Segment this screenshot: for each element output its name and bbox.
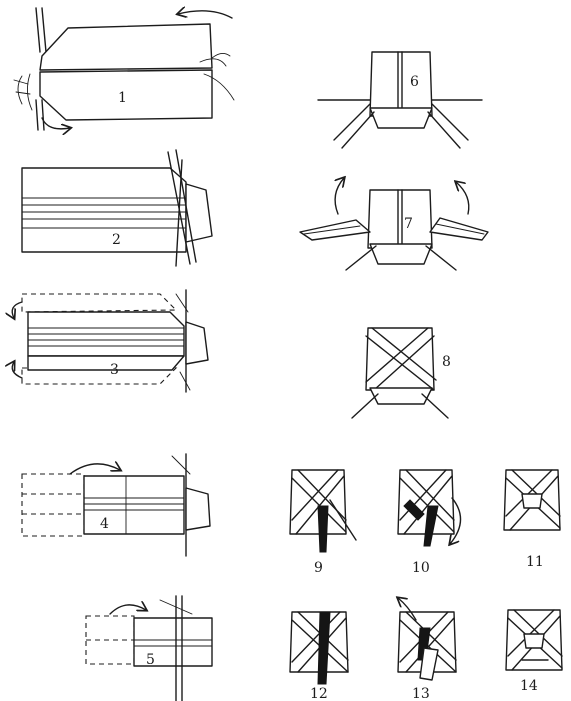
cord bbox=[41, 7, 47, 53]
fabric-upper-half bbox=[39, 23, 213, 71]
step-number: 7 bbox=[404, 216, 413, 232]
step-5-illustration: 5 bbox=[85, 595, 213, 701]
folded-fabric bbox=[133, 617, 213, 667]
step-6-illustration: 6 bbox=[317, 51, 483, 149]
fabric-lower-half bbox=[39, 69, 213, 121]
step-10-illustration: 10 bbox=[397, 469, 462, 576]
step-number: 11 bbox=[526, 554, 544, 570]
step-11-illustration: 11 bbox=[503, 469, 561, 570]
step-14-illustration: 14 bbox=[505, 609, 563, 694]
step-8-illustration: 8 bbox=[351, 327, 451, 419]
knot-base bbox=[369, 107, 433, 129]
knot-tail bbox=[419, 647, 439, 681]
knot-base bbox=[369, 243, 433, 265]
folded-fabric bbox=[83, 475, 185, 535]
fold-guide-top bbox=[21, 293, 178, 313]
fold-arrow bbox=[69, 464, 120, 475]
fold-arrow bbox=[109, 605, 146, 615]
box-body bbox=[369, 51, 433, 117]
step-number: 9 bbox=[314, 560, 323, 576]
box-body bbox=[367, 189, 433, 249]
lift-arrow-left bbox=[335, 178, 344, 215]
step-number: 12 bbox=[310, 686, 328, 701]
step-13-illustration: 13 bbox=[398, 598, 457, 701]
left-hand bbox=[17, 73, 33, 111]
knot-tail bbox=[317, 611, 331, 685]
cord-right bbox=[427, 103, 469, 149]
step-number: 3 bbox=[110, 362, 119, 378]
box-body bbox=[365, 327, 435, 391]
box-side bbox=[185, 183, 213, 243]
step-9-illustration: 9 bbox=[289, 469, 357, 576]
step-number: 2 bbox=[112, 232, 121, 248]
cross-band bbox=[365, 327, 437, 391]
knot-tail bbox=[317, 505, 329, 553]
fold-arrow-top bbox=[12, 301, 23, 318]
pull-arrow bbox=[398, 598, 417, 621]
step-number: 14 bbox=[520, 678, 538, 694]
step-4-illustration: 4 bbox=[21, 453, 211, 557]
folded-fabric bbox=[21, 167, 187, 253]
step-12-illustration: 12 bbox=[289, 611, 349, 701]
box-side bbox=[185, 487, 211, 531]
step-1-illustration: 1 bbox=[13, 7, 235, 130]
step-3-illustration: 3 bbox=[12, 289, 209, 393]
step-number: 1 bbox=[118, 90, 127, 106]
knot-tail bbox=[423, 505, 439, 547]
lift-arrow-right bbox=[456, 182, 470, 215]
step-7-illustration: 7 bbox=[299, 178, 489, 271]
tuck-arrow bbox=[450, 497, 462, 544]
fold-guide bbox=[21, 473, 85, 537]
step-2-illustration: 2 bbox=[21, 149, 213, 267]
step-number: 6 bbox=[410, 74, 419, 90]
step-number: 13 bbox=[412, 686, 430, 701]
step-number: 4 bbox=[100, 516, 109, 532]
cord bbox=[35, 7, 41, 53]
step-number: 10 bbox=[412, 560, 430, 576]
knot-base bbox=[369, 387, 433, 405]
box-side bbox=[185, 321, 209, 365]
right-hand bbox=[199, 58, 235, 101]
step-number: 5 bbox=[146, 652, 155, 668]
fold-arrow-bottom bbox=[12, 362, 23, 379]
step-number: 8 bbox=[442, 354, 451, 370]
cord-left bbox=[333, 103, 375, 149]
rotate-arrow-top bbox=[178, 11, 233, 19]
